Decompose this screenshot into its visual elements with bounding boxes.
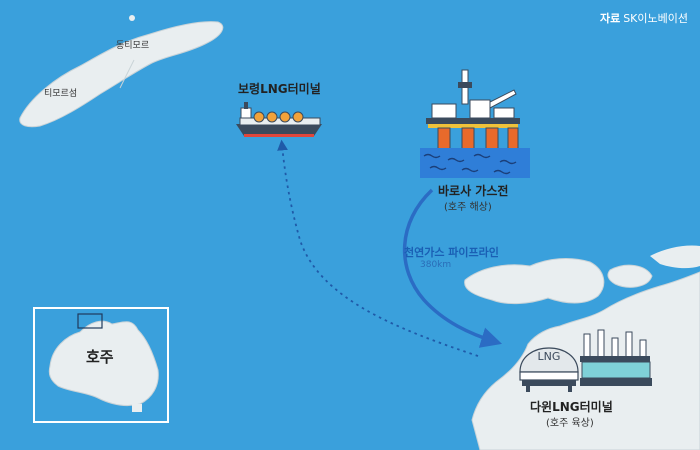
inset-map [33, 307, 169, 423]
inset-tasmania [132, 404, 142, 412]
source-prefix: 자료 [599, 12, 621, 25]
east-timor-label: 동티모르 [116, 41, 150, 51]
gas-pipeline [403, 188, 503, 348]
shipping-route [277, 139, 479, 357]
pipeline-label: 천연가스 파이프라인 [404, 246, 499, 259]
barossa-field-label: 바로사 가스전 [438, 184, 509, 198]
australia-coast-east [650, 245, 700, 269]
tiwi-island [464, 258, 605, 305]
barossa-field-note: (호주 해상) [444, 202, 492, 213]
darwin-terminal-label: 다윈LNG터미널 [530, 400, 613, 414]
inset-focus-box [77, 313, 103, 329]
pipeline-distance: 380km [420, 260, 452, 270]
gas-plant-icon [580, 329, 652, 386]
offshore-platform-icon [426, 69, 520, 151]
lng-ship-icon [236, 102, 322, 137]
timor-border [119, 59, 135, 89]
sea-waves [420, 148, 530, 178]
small-islet [129, 15, 135, 21]
tank-label-text: LNG [538, 350, 561, 363]
inset-australia [48, 320, 159, 407]
timor-island [19, 21, 224, 128]
darwin-terminal-note: (호주 육상) [546, 418, 594, 429]
boryeong-terminal-label: 보령LNG터미널 [238, 82, 321, 96]
timor-island-label: 티모르섬 [44, 89, 78, 99]
inset-australia-label: 호주 [86, 348, 114, 366]
small-island-east [607, 264, 653, 288]
source-name: SK이노베이션 [623, 12, 688, 25]
lng-tank-icon: LNG [519, 347, 579, 392]
